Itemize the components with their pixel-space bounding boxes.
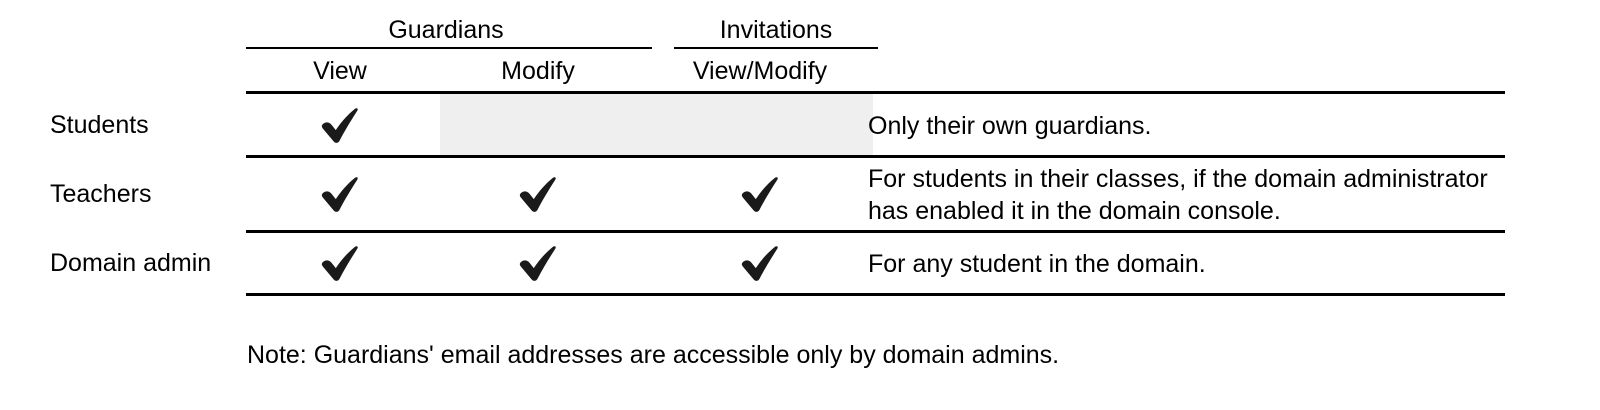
column-group-rule-invitations — [674, 47, 878, 49]
checkmark-icon — [318, 105, 362, 145]
checkmark-icon — [318, 243, 362, 283]
column-group-label-guardians: Guardians — [388, 16, 504, 44]
checkmark-icon — [318, 174, 362, 214]
checkmark-icon — [738, 243, 782, 283]
table-rule-after-teachers — [246, 230, 1505, 233]
row-stub-domain-admin: Domain admin — [50, 249, 212, 277]
table-rule-table-bottom — [246, 293, 1505, 296]
column-header-view: View — [313, 57, 367, 85]
column-header-view-modify: View/Modify — [692, 57, 828, 85]
checkmark-icon — [516, 174, 560, 214]
table-rule-header-bottom — [246, 91, 1505, 94]
checkmark-icon — [738, 174, 782, 214]
column-header-modify: Modify — [501, 57, 575, 85]
table-rule-after-students — [246, 155, 1505, 158]
row-stub-teachers: Teachers — [50, 180, 152, 208]
row-description-domain-admin: For any student in the domain. — [868, 250, 1206, 278]
column-group-rule-guardians — [246, 47, 652, 49]
row-description-students: Only their own guardians. — [868, 112, 1152, 140]
row-description-teachers: For students in their classes, if the do… — [868, 165, 1488, 225]
row-stub-students: Students — [50, 111, 149, 139]
column-group-label-invitations: Invitations — [719, 16, 833, 44]
cell-shaded-not-applicable — [440, 94, 873, 155]
table-footnote: Note: Guardians' email addresses are acc… — [247, 341, 1060, 369]
checkmark-icon — [516, 243, 560, 283]
